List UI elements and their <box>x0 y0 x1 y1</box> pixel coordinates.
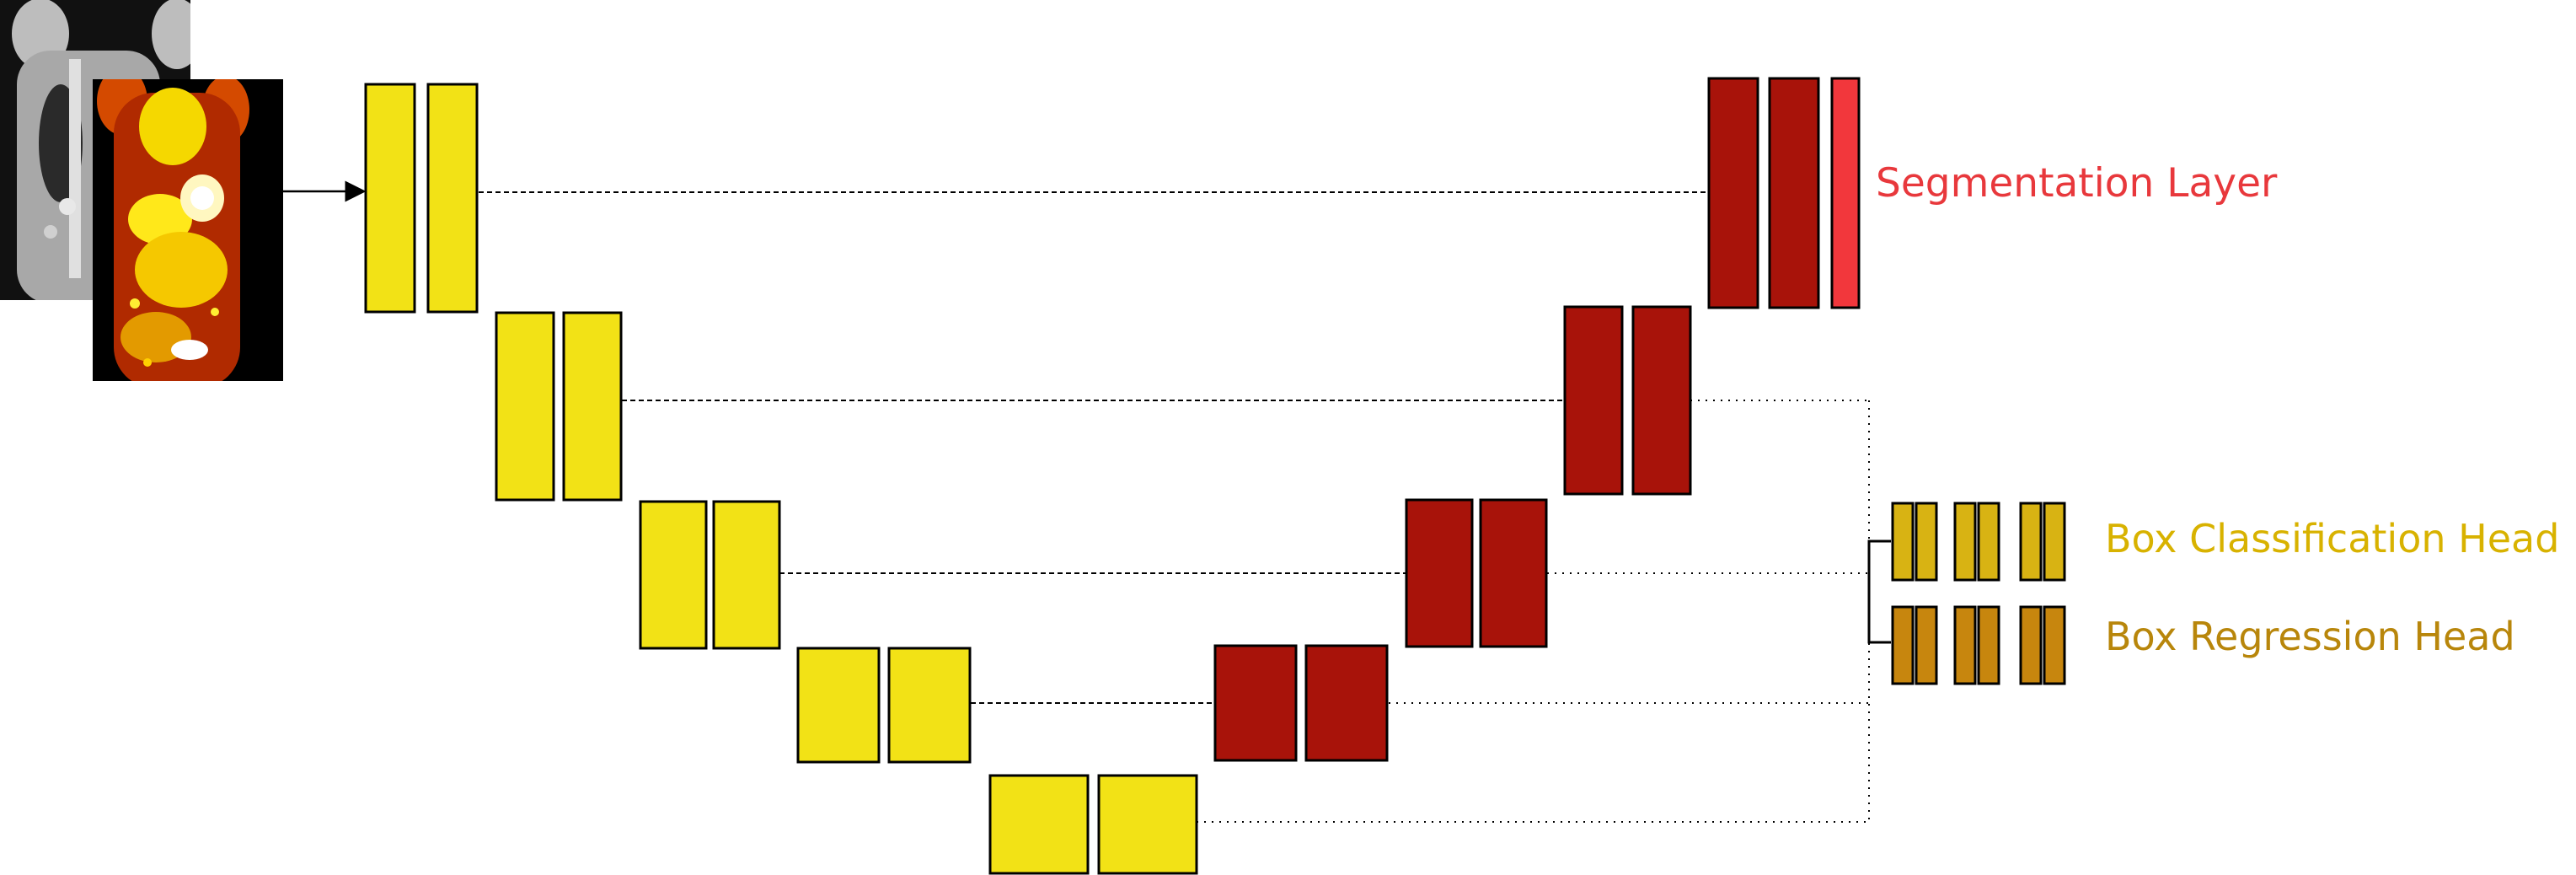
encoder-block-3a <box>639 500 708 650</box>
reg-head-block-1b <box>1915 605 1938 685</box>
decoder-block-1b <box>1768 77 1820 309</box>
reg-head-block-2a <box>1953 605 1977 685</box>
encoder-block-1b <box>426 83 479 314</box>
cls-head-block-2a <box>1953 502 1977 582</box>
decoder-block-3a <box>1405 498 1474 648</box>
encoder-block-2b <box>562 311 623 502</box>
box-regression-head <box>1891 605 2066 685</box>
encoder-block-3b <box>712 500 781 650</box>
decoder-block-4a <box>1213 644 1298 762</box>
cls-head-block-3a <box>2019 502 2043 582</box>
cls-head-block-3b <box>2043 502 2066 582</box>
reg-head-block-1a <box>1891 605 1915 685</box>
segmentation-layer-label: Segmentation Layer <box>1876 160 2278 207</box>
decoder-block-1a <box>1707 77 1759 309</box>
decoder-block-2a <box>1563 305 1624 496</box>
skip-connections <box>479 191 1707 704</box>
decoder-block-3b <box>1479 498 1548 648</box>
cls-head-block-1a <box>1891 502 1915 582</box>
reg-head-block-3a <box>2019 605 2043 685</box>
box-classification-head-label: Box Classification Head <box>2105 516 2560 561</box>
encoder-block-4a <box>796 647 881 764</box>
reg-head-block-2b <box>1977 605 2000 685</box>
cls-head-block-2b <box>1977 502 2000 582</box>
segmentation-layer-block <box>1830 77 1861 309</box>
decoder <box>1213 77 1820 762</box>
cls-head-block-1b <box>1915 502 1938 582</box>
head-bracket <box>1867 539 1891 644</box>
box-regression-head-label: Box Regression Head <box>2105 614 2515 659</box>
encoder-block-2a <box>495 311 555 502</box>
encoder-block-4b <box>887 647 972 764</box>
encoder <box>364 83 1198 875</box>
decoder-block-4b <box>1304 644 1389 762</box>
encoder-block-1a <box>364 83 416 314</box>
pet-coronal-scan <box>93 79 283 381</box>
encoder-block-5b <box>1097 774 1198 875</box>
reg-head-block-3b <box>2043 605 2066 685</box>
encoder-block-5a <box>988 774 1090 875</box>
detection-head-feeds <box>1197 400 1870 823</box>
box-classification-head <box>1891 502 2066 582</box>
decoder-block-2b <box>1631 305 1692 496</box>
